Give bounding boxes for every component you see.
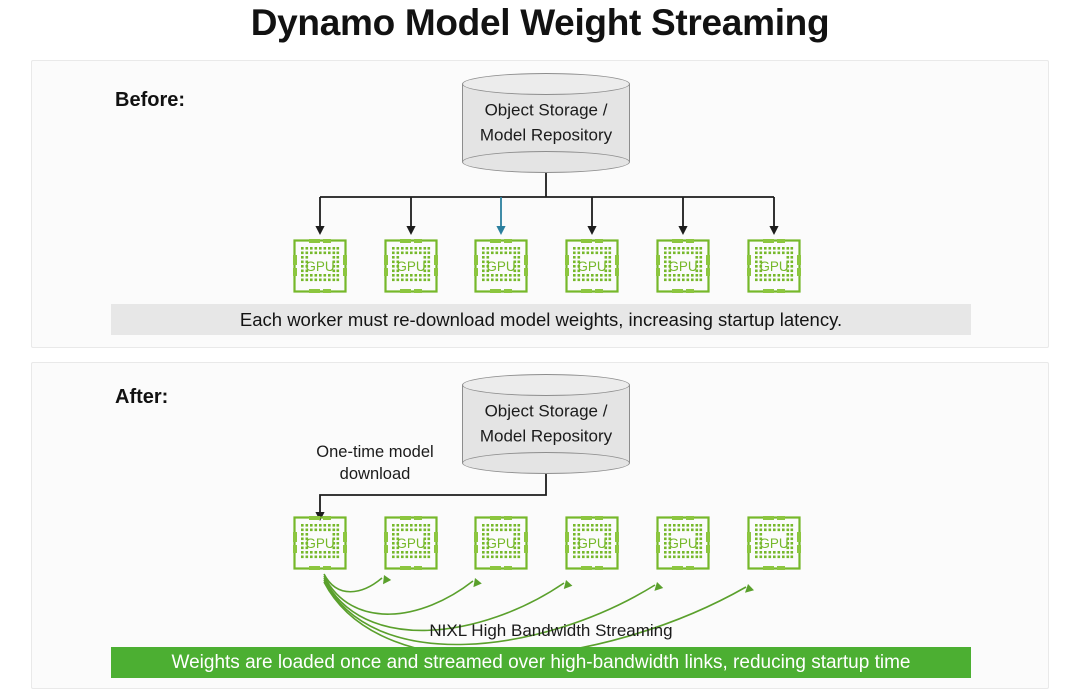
gpu-chip-icon: GPU	[656, 516, 710, 570]
gpu-label: GPU	[486, 259, 515, 274]
gpu-label: GPU	[396, 536, 425, 551]
before-stage-label: Before:	[115, 89, 186, 111]
gpu-label: GPU	[396, 259, 425, 274]
cylinder-top-ellipse	[462, 374, 630, 396]
after-panel: After: Object Storage / Model Repository…	[31, 362, 1049, 689]
gpu-chip-icon: GPU	[293, 516, 347, 570]
after-storage-label: Object Storage / Model Repository	[479, 401, 613, 445]
gpu-chip-icon: GPU	[656, 239, 710, 293]
gpu-label: GPU	[668, 536, 697, 551]
gpu-chip-icon: GPU	[747, 516, 801, 570]
before-gpu-6: GPU	[746, 238, 802, 294]
gpu-chip-icon: GPU	[565, 516, 619, 570]
before-object-storage: Object Storage / Model Repository	[462, 73, 630, 173]
after-gpu-3: GPU	[473, 515, 529, 571]
cylinder-body	[462, 385, 630, 463]
gpu-label: GPU	[759, 536, 788, 551]
gpu-chip-icon: GPU	[565, 239, 619, 293]
gpu-chip-icon: GPU	[474, 516, 528, 570]
after-object-storage: Object Storage / Model Repository	[462, 374, 630, 474]
gpu-chip-icon: GPU	[384, 516, 438, 570]
before-gpu-3: GPU	[473, 238, 529, 294]
cylinder-bottom-ellipse	[462, 452, 630, 474]
gpu-chip-icon: GPU	[384, 239, 438, 293]
before-storage-label: Object Storage / Model Repository	[479, 100, 613, 144]
gpu-label: GPU	[486, 536, 515, 551]
cylinder-bottom-ellipse	[462, 151, 630, 173]
before-panel: Before: Object Storage / Model Repositor…	[31, 60, 1049, 348]
before-gpu-2: GPU	[383, 238, 439, 294]
gpu-chip-icon: GPU	[747, 239, 801, 293]
gpu-label: GPU	[577, 259, 606, 274]
nixl-stream-label: NIXL High Bandwidth Streaming	[429, 621, 673, 640]
page-title: Dynamo Model Weight Streaming	[250, 2, 830, 43]
before-fanout-arrows	[315, 173, 779, 235]
before-gpu-5: GPU	[655, 238, 711, 294]
after-caption: Weights are loaded once and streamed ove…	[111, 647, 971, 678]
gpu-chip-icon: GPU	[474, 239, 528, 293]
cylinder-top-ellipse	[462, 73, 630, 95]
before-gpu-1: GPU	[292, 238, 348, 294]
cylinder-body	[462, 84, 630, 162]
after-arrows	[315, 474, 754, 658]
gpu-label: GPU	[759, 259, 788, 274]
one-time-download-note: One-time model download	[316, 443, 434, 484]
after-gpu-2: GPU	[383, 515, 439, 571]
gpu-label: GPU	[577, 536, 606, 551]
after-stage-label: After:	[115, 386, 169, 408]
gpu-label: GPU	[668, 259, 697, 274]
gpu-label: GPU	[305, 536, 334, 551]
gpu-chip-icon: GPU	[293, 239, 347, 293]
after-gpu-6: GPU	[746, 515, 802, 571]
after-gpu-5: GPU	[655, 515, 711, 571]
after-gpu-4: GPU	[564, 515, 620, 571]
before-caption: Each worker must re-download model weigh…	[111, 304, 971, 335]
gpu-label: GPU	[305, 259, 334, 274]
before-gpu-4: GPU	[564, 238, 620, 294]
after-gpu-1: GPU	[292, 515, 348, 571]
